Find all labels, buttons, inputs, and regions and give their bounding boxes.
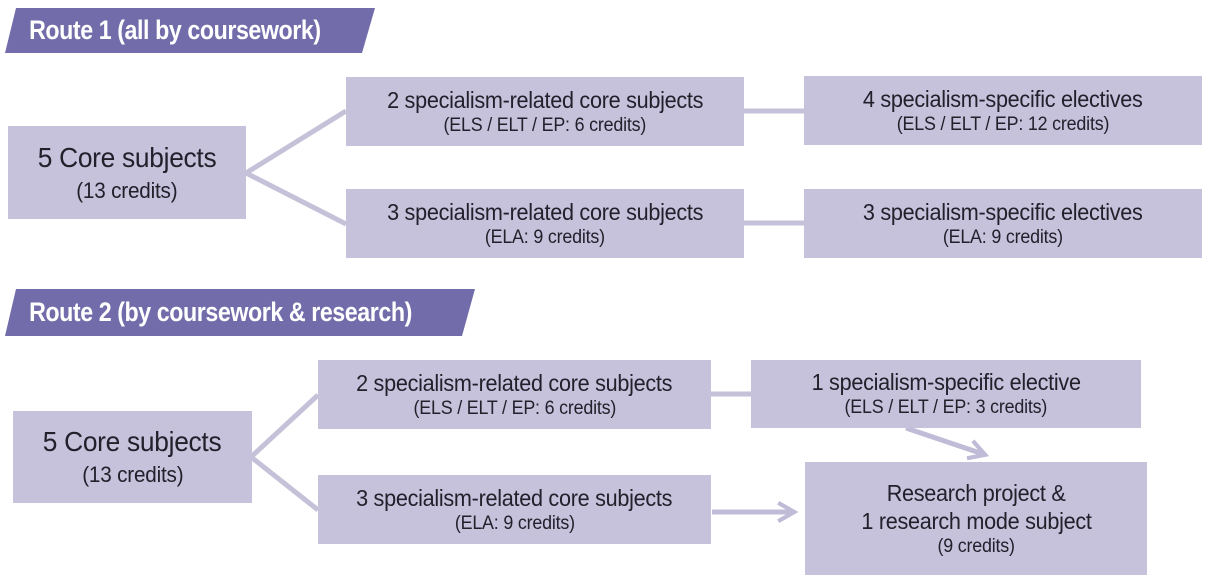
box-title: 2 specialism-related core subjects: [356, 369, 673, 396]
route1-banner-label: Route 1 (all by coursework): [29, 15, 321, 45]
box-subtitle: (ELA: 9 credits): [484, 226, 606, 248]
route2-banner-label: Route 2 (by coursework & research): [29, 297, 412, 327]
box-subtitle: (ELA: 9 credits): [454, 512, 575, 534]
box-title: 3 specialism-related core subjects: [386, 198, 704, 225]
box-subtitle: (9 credits): [937, 535, 1015, 557]
box-subtitle: (ELS / ELT / EP: 6 credits): [443, 114, 647, 136]
route1-branch1-core-box: 2 specialism-related core subjects (ELS …: [346, 77, 744, 146]
box-subtitle: (ELS / ELT / EP: 3 credits): [844, 397, 1048, 419]
box-title: Research project &: [886, 479, 1066, 506]
box-title: 2 specialism-related core subjects: [386, 86, 704, 113]
box-title: 1 specialism-specific elective: [811, 369, 1081, 396]
box-subtitle: (ELS / ELT / EP: 12 credits): [896, 113, 1110, 135]
route1-branch2-electives-box: 3 specialism-specific electives (ELA: 9 …: [804, 189, 1202, 258]
box-title: 4 specialism-specific electives: [863, 85, 1143, 112]
box-title: 3 specialism-specific electives: [863, 198, 1143, 225]
box-title: 5 Core subjects: [37, 141, 217, 173]
box-title-line2: 1 research mode subject: [860, 507, 1092, 534]
box-subtitle: (13 credits): [76, 177, 178, 203]
route2-elective-box: 1 specialism-specific elective (ELS / EL…: [751, 360, 1141, 428]
arrow-elective-to-research: [905, 425, 990, 461]
route2-branch2-core-box: 3 specialism-related core subjects (ELA:…: [318, 475, 711, 544]
route1-branch1-electives-box: 4 specialism-specific electives (ELS / E…: [804, 76, 1202, 145]
route1-core-subjects-box: 5 Core subjects (13 credits): [8, 126, 246, 219]
box-subtitle: (ELA: 9 credits): [942, 226, 1064, 248]
box-subtitle: (13 credits): [81, 462, 184, 488]
box-title: 5 Core subjects: [43, 426, 222, 457]
research-project-box: Research project & 1 research mode subje…: [805, 462, 1147, 575]
connector-r1-up: [244, 108, 348, 176]
connector-r2-down: [249, 455, 320, 512]
route2-core-subjects-box: 5 Core subjects (13 credits): [13, 411, 252, 503]
box-title: 3 specialism-related core subjects: [356, 484, 673, 511]
route1-branch2-core-box: 3 specialism-related core subjects (ELA:…: [346, 189, 744, 258]
route1-banner: Route 1 (all by coursework): [5, 8, 375, 53]
connector-r2-up: [249, 393, 320, 459]
box-subtitle: (ELS / ELT / EP: 6 credits): [413, 397, 616, 419]
connector-r1-down: [244, 170, 348, 227]
route2-banner: Route 2 (by coursework & research): [5, 289, 475, 336]
route2-branch1-core-box: 2 specialism-related core subjects (ELS …: [318, 360, 711, 429]
